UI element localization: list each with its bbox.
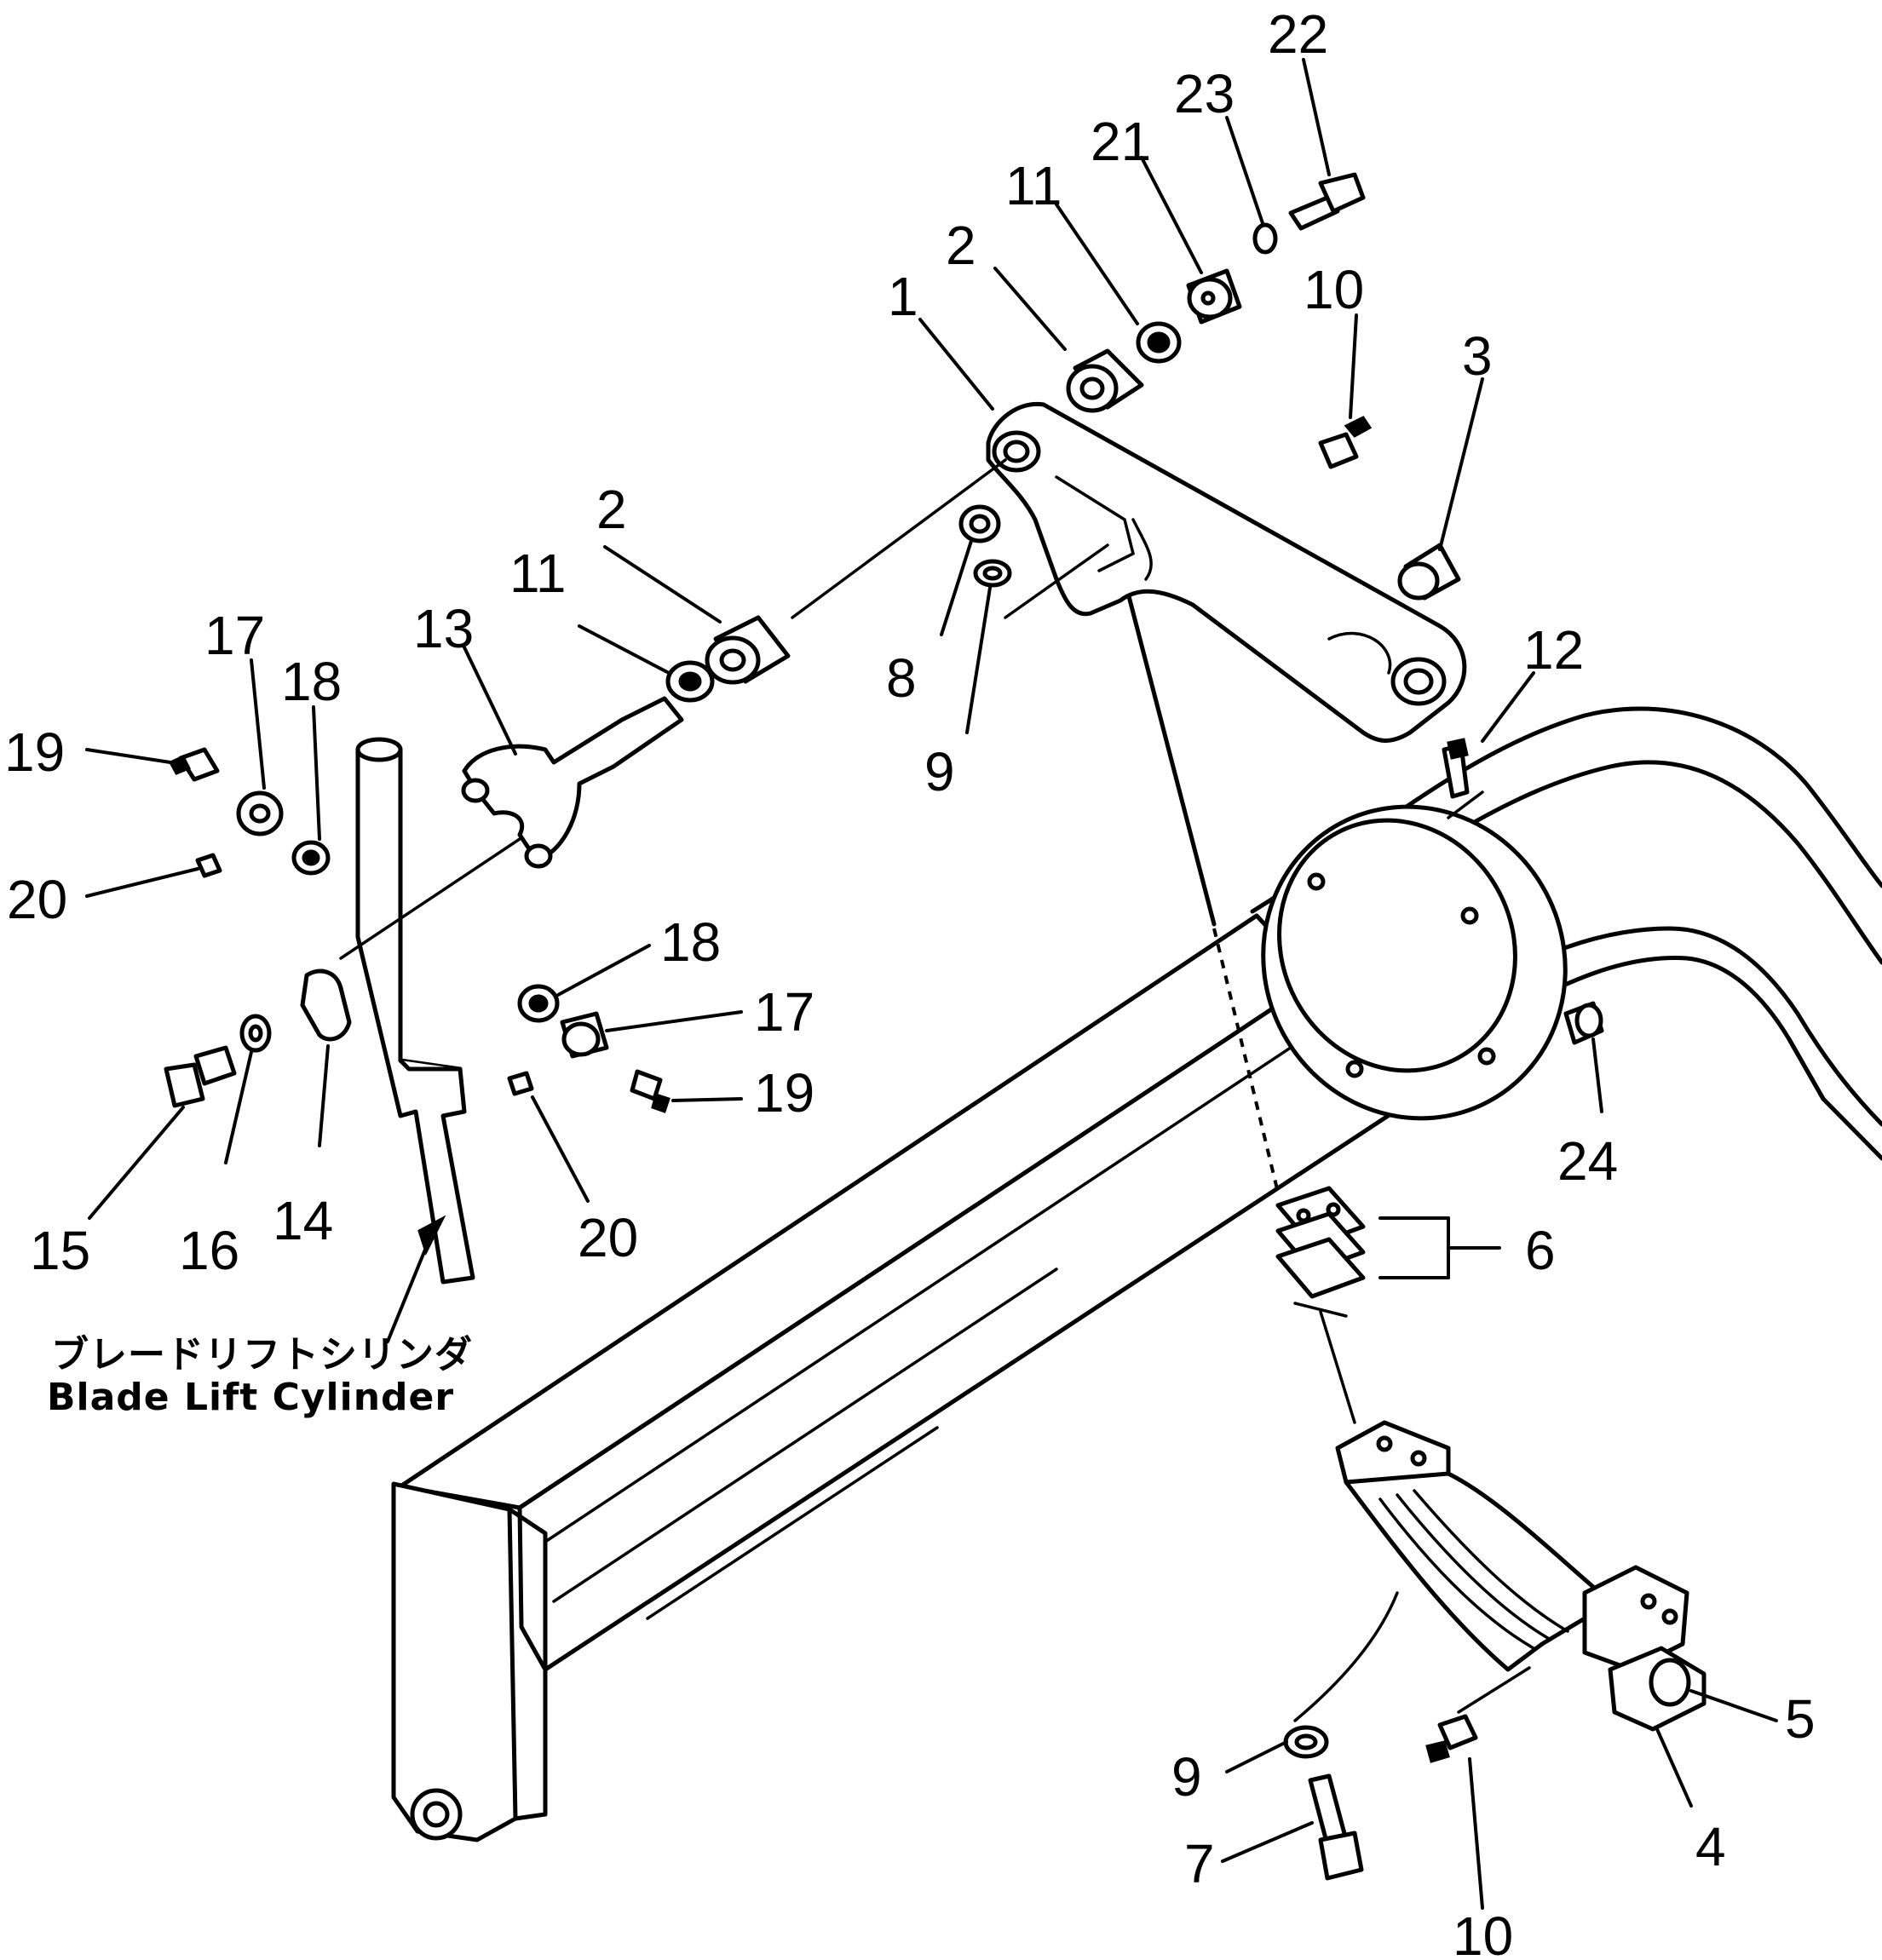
callout-23: 23 (1174, 63, 1235, 124)
callout-19-left: 19 (4, 721, 65, 783)
callout-17-left: 17 (204, 605, 265, 666)
callout-10-lower: 10 (1453, 1905, 1513, 1960)
callout-15: 15 (30, 1220, 90, 1281)
part-1-bracket (986, 401, 1467, 743)
part-6-shims (1275, 1186, 1366, 1318)
part-2-bushing-upper (1066, 348, 1144, 413)
blade-lift-cylinder (355, 737, 475, 1285)
part-19-grease-fitting-left (168, 747, 220, 782)
callout-16: 16 (179, 1220, 239, 1281)
callout-9-lower: 9 (1171, 1746, 1202, 1808)
part-16-washer (239, 1014, 272, 1053)
callout-labels: 1 2 11 21 23 22 10 3 12 8 9 2 11 13 17 1… (4, 3, 1816, 1960)
part-2-bushing-lower (705, 615, 791, 685)
callout-2-lower: 2 (596, 479, 627, 540)
callout-7: 7 (1184, 1833, 1215, 1894)
callout-13: 13 (413, 598, 474, 659)
part-19-grease-fitting-right (630, 1069, 670, 1113)
callout-20-left: 20 (7, 869, 67, 930)
part-8-nut (958, 504, 1001, 543)
part-11-bearing-upper (1136, 321, 1182, 364)
part-13-yoke (461, 696, 684, 869)
part-9-washer-upper (973, 559, 1012, 588)
callout-1: 1 (888, 266, 918, 327)
callout-22: 22 (1268, 3, 1328, 65)
callout-19-right: 19 (754, 1062, 814, 1124)
cylinder-caption: ブレードリフトシリンダ Blade Lift Cylinder (47, 1333, 473, 1419)
part-3-bushing (1397, 543, 1461, 601)
callout-5: 5 (1785, 1688, 1816, 1750)
part-5-bushing (1649, 1658, 1691, 1707)
callout-21: 21 (1091, 111, 1151, 172)
assembly-lines (339, 458, 1531, 1722)
part-18-bearing-left (291, 840, 331, 876)
part-12-fitting (1442, 738, 1470, 799)
callout-4: 4 (1695, 1816, 1726, 1877)
main-frame-beam (391, 913, 1442, 1842)
callout-12: 12 (1523, 619, 1584, 681)
part-23-washer (1252, 222, 1278, 255)
callout-17-right: 17 (754, 981, 814, 1043)
part-11-bearing-lower (665, 660, 715, 703)
callout-14: 14 (273, 1190, 333, 1251)
callout-2-upper: 2 (946, 215, 976, 276)
callout-6: 6 (1525, 1220, 1556, 1281)
part-15-bolt (164, 1045, 237, 1108)
part-10-grease-fitting-lower (1425, 1714, 1478, 1763)
flange-ring (1261, 804, 1568, 1121)
callout-20-right: 20 (578, 1207, 638, 1268)
part-17-bushing-left (236, 790, 284, 836)
leader-lines (85, 58, 1778, 1910)
callout-8: 8 (886, 647, 917, 709)
part-17-bushing-right (560, 1011, 609, 1059)
callout-18-left: 18 (281, 651, 342, 712)
callout-9-upper: 9 (924, 741, 955, 802)
part-21-cap (1186, 268, 1242, 325)
callout-10-upper: 10 (1304, 259, 1364, 320)
caption-japanese: ブレードリフトシリンダ (51, 1333, 473, 1377)
callout-11-upper: 11 (1005, 155, 1062, 216)
part-4-clamp (1335, 1420, 1706, 1732)
part-24-plug (1563, 1001, 1604, 1045)
callout-24: 24 (1557, 1130, 1618, 1192)
part-10-grease-fitting-upper (1318, 416, 1373, 469)
part-20-pin-right (507, 1071, 534, 1096)
part-22-bolt (1288, 172, 1366, 231)
caption-english: Blade Lift Cylinder (47, 1376, 454, 1419)
part-14-clamp (300, 969, 352, 1042)
callout-3: 3 (1462, 325, 1493, 387)
part-7-bolt (1308, 1773, 1364, 1881)
part-9-washer-lower (1283, 1725, 1329, 1759)
part-20-pin-left (195, 853, 222, 878)
part-18-bearing-right (517, 984, 560, 1023)
callout-11-lower: 11 (509, 543, 566, 604)
callout-18-right: 18 (660, 911, 721, 973)
